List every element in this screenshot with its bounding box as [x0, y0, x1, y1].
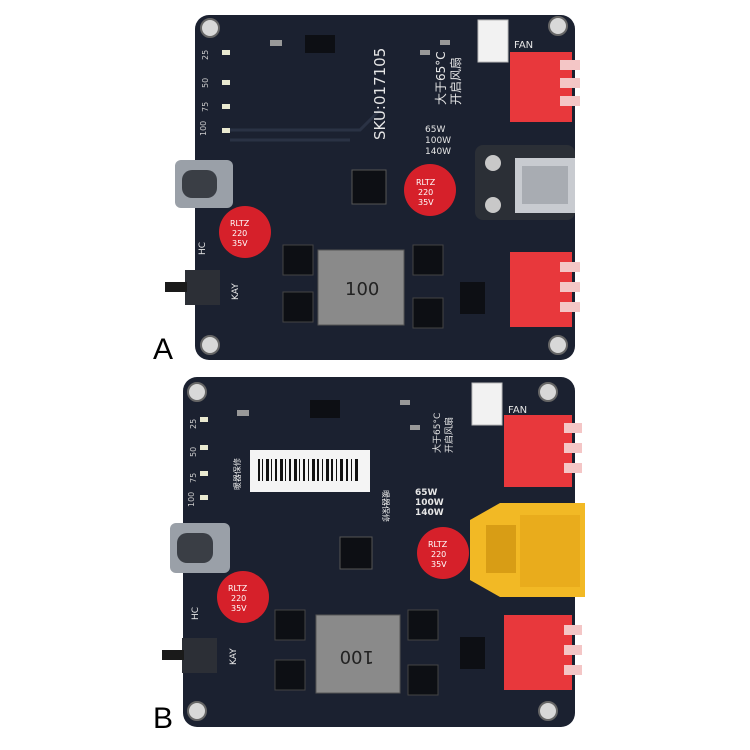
led-indicators [200, 417, 208, 500]
led-label: 50 [201, 78, 210, 88]
svg-text:220: 220 [231, 594, 246, 603]
svg-text:220: 220 [232, 229, 247, 238]
key-label: KAY [229, 648, 239, 665]
led-label: 25 [201, 50, 210, 60]
capacitor: RLTZ 220 35V [417, 527, 469, 579]
power-level: 65W [425, 125, 445, 135]
controller-ic [339, 536, 373, 570]
side-label-right: 暖器保修 [381, 490, 391, 522]
controller-ic [351, 169, 387, 205]
power-level: 100W [425, 136, 451, 146]
xt-connector [470, 503, 585, 597]
screw-terminal-bottom [510, 252, 580, 327]
barcode-sticker [250, 450, 370, 492]
svg-text:220: 220 [431, 550, 446, 559]
fan-note: 开启风扇 [448, 57, 463, 105]
mount-hole [548, 16, 568, 36]
key-button [162, 638, 217, 673]
sku-label: SKU:017105 [371, 48, 389, 140]
fan-header [477, 19, 509, 63]
board-a-photo: 25 50 75 100 SKU:017105 大于65°C 开启风扇 65W … [165, 15, 580, 360]
board-b-photo: 25 50 75 100 暖器保修 暖器保修 大于65°C 开启风扇 65W 1 [162, 377, 585, 727]
mount-hole [548, 335, 568, 355]
mount-hole [187, 382, 207, 402]
screw-terminal-bottom [504, 615, 582, 690]
usb-c-port [175, 160, 233, 208]
svg-text:RLTZ: RLTZ [416, 178, 436, 187]
fan-label: FAN [514, 40, 533, 51]
led-label: 75 [201, 102, 210, 112]
led-label: 100 [187, 492, 196, 507]
inductor: 100 [315, 614, 401, 694]
power-level: 65W [415, 488, 438, 498]
hc-label: HC [191, 607, 201, 620]
temp-note: 大于65°C [431, 413, 443, 453]
key-button [165, 270, 220, 305]
fan-header [471, 382, 503, 426]
side-label-left: 暖器保修 [232, 458, 242, 490]
svg-text:100: 100 [345, 279, 379, 300]
led-label: 75 [189, 473, 198, 483]
screw-terminal-top [510, 52, 580, 122]
svg-text:RLTZ: RLTZ [230, 219, 250, 228]
svg-text:100: 100 [340, 646, 374, 667]
power-level: 100W [415, 498, 444, 508]
led-indicators [222, 50, 230, 133]
capacitor: RLTZ 220 35V [217, 571, 269, 623]
capacitor: RLTZ 220 35V [404, 164, 456, 216]
panel-label-b: B [153, 702, 174, 735]
fan-note: 开启风扇 [443, 417, 455, 453]
screw-terminal-top [504, 415, 582, 487]
svg-text:220: 220 [418, 188, 433, 197]
svg-text:RLTZ: RLTZ [428, 540, 448, 549]
svg-text:35V: 35V [231, 604, 247, 613]
hc-label: HC [198, 242, 208, 255]
svg-text:35V: 35V [418, 198, 434, 207]
led-label: 25 [189, 419, 198, 429]
fan-label: FAN [508, 405, 527, 416]
power-level: 140W [425, 147, 451, 157]
mount-hole [200, 18, 220, 38]
dc-jack [475, 145, 575, 220]
mount-hole [200, 335, 220, 355]
inductor: 100 [317, 249, 405, 326]
led-label: 50 [189, 447, 198, 457]
svg-text:35V: 35V [232, 239, 248, 248]
led-label: 100 [199, 121, 208, 136]
usb-c-port [170, 523, 230, 573]
capacitor: RLTZ 220 35V [219, 206, 271, 258]
temp-note: 大于65°C [434, 51, 448, 105]
mount-hole [538, 382, 558, 402]
mount-hole [538, 701, 558, 721]
svg-text:RLTZ: RLTZ [228, 584, 248, 593]
power-level: 140W [415, 508, 444, 518]
mount-hole [187, 701, 207, 721]
key-label: KAY [231, 283, 241, 300]
panel-label-a: A [153, 333, 174, 366]
svg-text:35V: 35V [431, 560, 447, 569]
